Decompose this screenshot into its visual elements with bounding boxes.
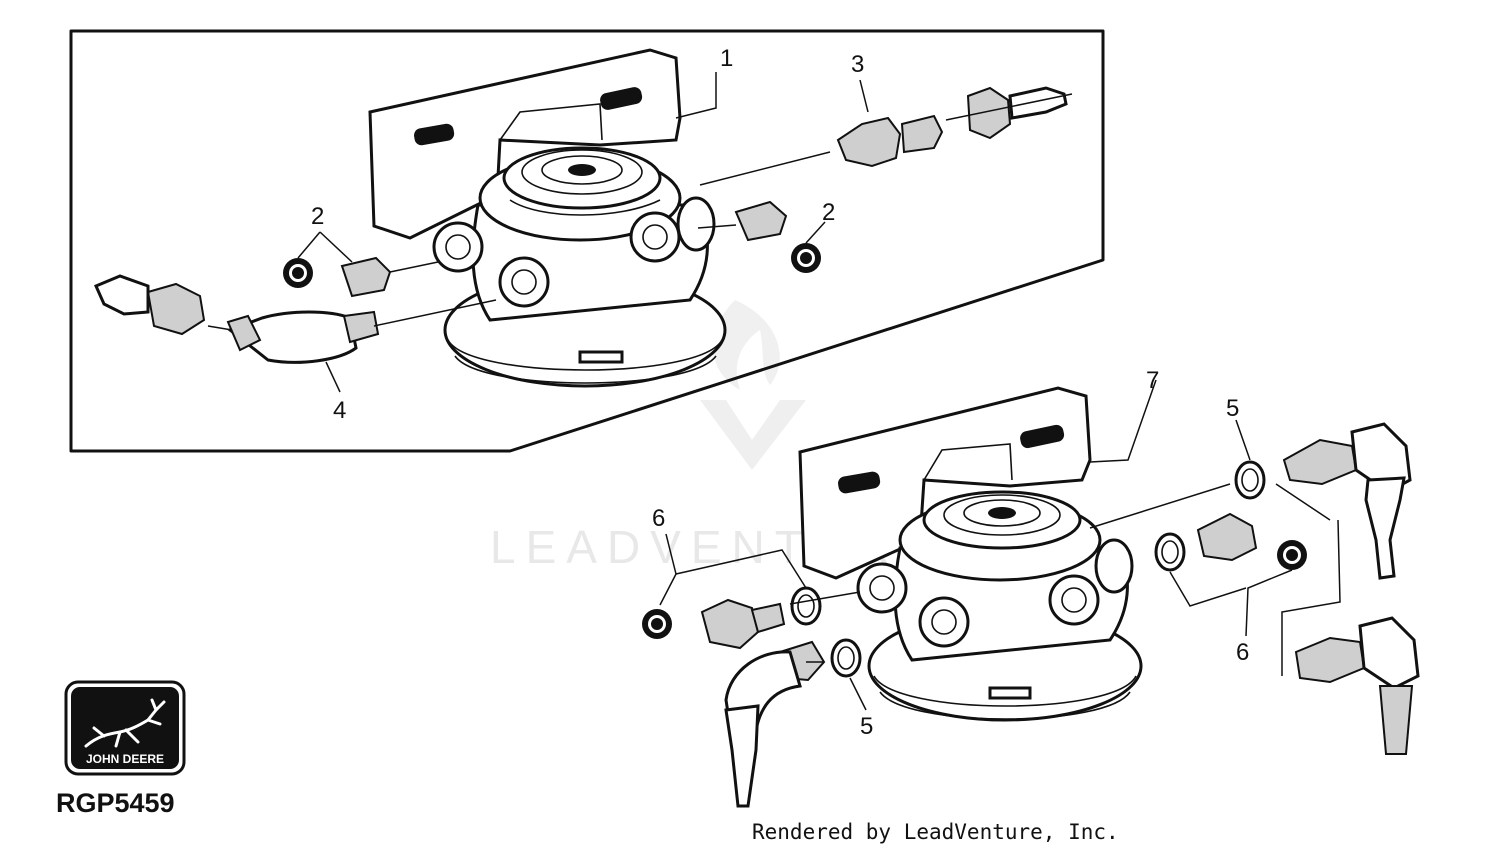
callout-2-left: 2 [311, 203, 324, 230]
lower-leader-lines [659, 379, 1341, 711]
callout-6-right: 6 [1236, 639, 1249, 666]
lower-filter-base [798, 386, 1143, 722]
logo-brand-text: JOHN DEERE [86, 752, 164, 766]
callout-1: 1 [720, 45, 733, 72]
callout-4: 4 [333, 397, 346, 424]
callout-5-upper: 5 [1226, 395, 1239, 422]
john-deere-logo: JOHN DEERE [64, 680, 186, 776]
callout-3: 3 [851, 51, 864, 78]
lower-fittings [642, 422, 1420, 808]
inset-frame [69, 29, 1105, 453]
leaping-deer-icon [84, 698, 166, 748]
upper-fittings [94, 86, 1068, 364]
upper-leader-lines [207, 72, 1073, 393]
upper-filter-base [368, 48, 727, 388]
footer-credit: Rendered by LeadVenture, Inc. [752, 820, 1119, 844]
callout-5-lower: 5 [860, 713, 873, 740]
callout-7: 7 [1146, 367, 1159, 394]
callout-2-right: 2 [822, 199, 835, 226]
callout-6-left: 6 [652, 505, 665, 532]
figure-id: RGP5459 [56, 788, 175, 818]
